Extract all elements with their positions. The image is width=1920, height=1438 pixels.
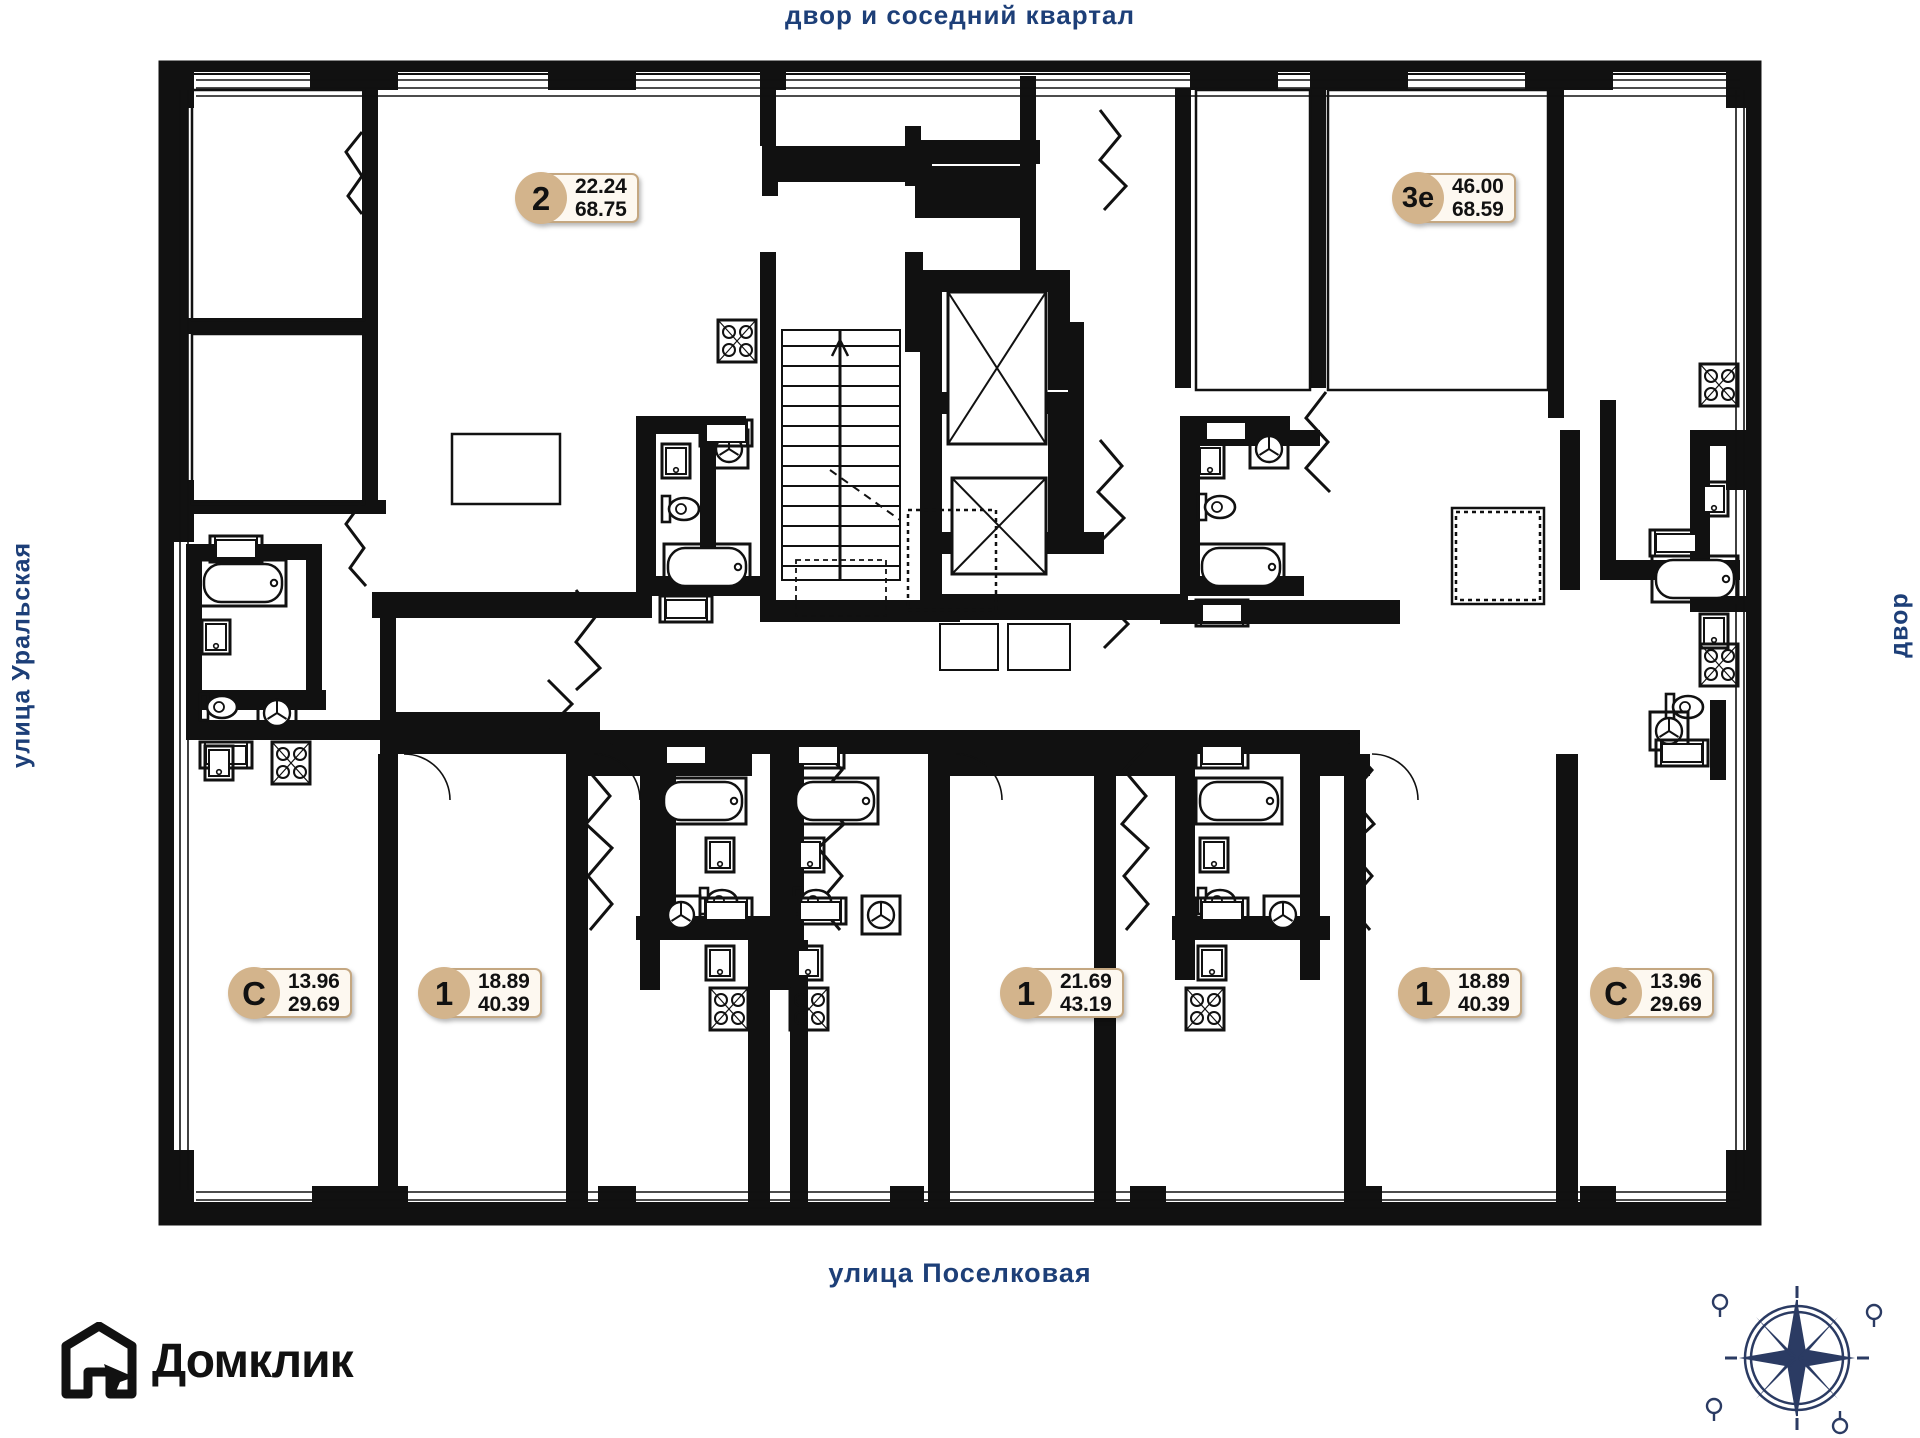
apartment-room-count: 3е: [1392, 172, 1444, 224]
apartment-room-count: С: [1590, 967, 1642, 1019]
apartment-living-area: 13.96: [288, 970, 340, 993]
apartment-living-area: 13.96: [1650, 970, 1702, 993]
apartment-room-count: С: [228, 967, 280, 1019]
apartment-living-area: 21.69: [1060, 970, 1112, 993]
context-label-top: двор и соседний квартал: [783, 0, 1136, 32]
apartment-living-area: 46.00: [1452, 175, 1504, 198]
context-label-left: улица Уральская: [6, 540, 37, 769]
apartment-room-count: 1: [1398, 967, 1450, 1019]
apartment-living-area: 18.89: [478, 970, 530, 993]
context-label-right: двор: [1884, 591, 1915, 659]
glazing-lines: [179, 79, 1745, 1209]
angled-partitions: [344, 109, 1377, 931]
context-label-bottom: улица Поселковая: [827, 1257, 1092, 1290]
apartment-total-area: 68.75: [575, 198, 627, 221]
apartment-living-area: 22.24: [575, 175, 627, 198]
building-outer-shell: [158, 60, 1762, 1226]
apartment-living-area: 18.89: [1458, 970, 1510, 993]
elevator-shafts: [939, 290, 1071, 671]
domklik-wordmark: Домклик: [152, 1334, 354, 1388]
domklik-logo: Домклик: [60, 1322, 354, 1400]
apartment-room-count: 2: [515, 172, 567, 224]
interior-partitions: [190, 88, 1550, 506]
compass-rose-icon: [1705, 1286, 1883, 1435]
apartment-total-area: 29.69: [288, 993, 340, 1016]
structural-walls: [160, 62, 1760, 1224]
apartment-total-area: 40.39: [478, 993, 530, 1016]
apartment-total-area: 40.39: [1458, 993, 1510, 1016]
apartment-total-area: 68.59: [1452, 198, 1504, 221]
staircase: [781, 329, 901, 617]
apartment-total-area: 43.19: [1060, 993, 1112, 1016]
apartment-room-count: 1: [1000, 967, 1052, 1019]
apartment-room-count: 1: [418, 967, 470, 1019]
utility-shafts: [450, 432, 1546, 612]
door-swings: [403, 753, 1419, 801]
apartment-total-area: 29.69: [1650, 993, 1702, 1016]
domklik-house-cursor-icon: [61, 1322, 137, 1399]
